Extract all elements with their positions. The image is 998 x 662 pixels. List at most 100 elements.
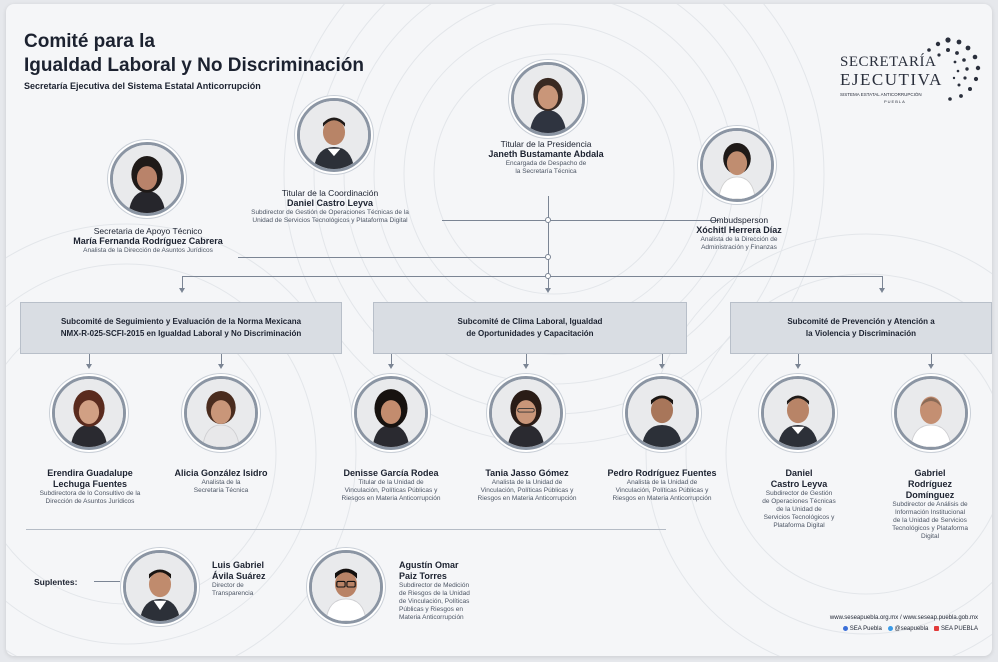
social-facebook[interactable]: SEA Puebla <box>849 626 882 632</box>
person-agustin: Agustín Omar Paiz Torres Subdirector de … <box>399 560 509 622</box>
avatar-apoyo <box>110 142 184 216</box>
person-presidenta: Titular de la Presidencia Janeth Bustama… <box>446 139 646 176</box>
role-label: Titular de la Coordinación <box>281 188 379 198</box>
role-label: Titular de la Presidencia <box>500 139 592 149</box>
connector-node <box>545 217 551 223</box>
twitter-icon <box>887 625 893 631</box>
person-name: Pedro Rodríguez Fuentes <box>607 468 717 478</box>
person-denisse: Denisse García Rodea Titular de la Unida… <box>324 468 458 503</box>
person-name: Xóchitl Herrera Díaz <box>696 225 782 235</box>
subcommittee-title: NMX-R-025-SCFI-2015 en Igualdad Laboral … <box>60 329 302 338</box>
person-desc: de la Unidad de <box>776 506 822 513</box>
avatar-pedro <box>625 376 699 450</box>
person-photo-icon <box>300 101 368 169</box>
title-line-1: Comité para la <box>24 31 155 52</box>
connector-node <box>545 254 551 260</box>
person-desc: Servicios Tecnológicos y <box>763 514 835 521</box>
footer-urls[interactable]: www.seseapuebla.org.mx / www.seseap.pueb… <box>829 615 978 621</box>
person-desc: Analista de la <box>201 479 241 486</box>
connector-vertical-main <box>548 196 549 282</box>
arrow-member <box>218 364 224 369</box>
suplentes-label: Suplentes: <box>34 577 78 587</box>
person-photo-icon <box>312 553 380 621</box>
person-desc: Riesgos en Materia Anticorrupción <box>341 495 441 502</box>
person-name: Luis Gabriel <box>212 560 265 570</box>
person-name: Ávila Suárez <box>212 571 266 581</box>
page-subtitle: Secretaría Ejecutiva del Sistema Estatal… <box>24 81 261 91</box>
avatar-luis <box>123 550 197 624</box>
person-name: Daniel <box>785 468 813 478</box>
person-desc: Vinculación, Políticas Públicas y <box>344 487 438 494</box>
arrow-member <box>523 364 529 369</box>
person-desc: la Secretaría Técnica <box>515 168 577 175</box>
person-name: Rodríguez <box>908 479 952 489</box>
arrow-sub1 <box>179 288 185 293</box>
social-twitter[interactable]: @seapuebla <box>894 626 929 632</box>
person-coordinacion: Titular de la Coordinación Daniel Castro… <box>218 188 442 225</box>
suplentes-divider <box>26 529 666 530</box>
person-desc: Subdirector de Gestión <box>765 490 833 497</box>
person-desc: Riesgos en Materia Anticorrupción <box>477 495 577 502</box>
org-chart-card: Comité para la Igualdad Laboral y No Dis… <box>6 4 992 656</box>
person-apoyo: Secretaria de Apoyo Técnico María Fernan… <box>48 226 248 255</box>
person-desc: de Operaciones Técnicas <box>762 498 836 505</box>
social-youtube[interactable]: SEA PUEBLA <box>940 626 978 632</box>
person-desc: Información Institucional <box>894 509 966 516</box>
person-desc: Encargada de Despacho de <box>505 160 587 167</box>
logo-line-4: PUEBLA <box>884 99 906 104</box>
person-desc: Plataforma Digital <box>773 522 825 529</box>
person-desc: Vinculación, Políticas Públicas y <box>480 487 574 494</box>
connector-to-ombudsperson <box>549 220 719 221</box>
connector-member <box>662 354 663 366</box>
person-name: Gabriel <box>914 468 946 478</box>
person-desc: Digital <box>920 533 940 540</box>
person-name: Paiz Torres <box>399 571 447 581</box>
person-photo-icon <box>897 379 965 447</box>
connector-to-coordinacion <box>442 220 548 221</box>
arrow-sub2 <box>545 288 551 293</box>
person-gabriel: Gabriel Rodríguez Domínguez Subdirector … <box>872 468 988 541</box>
connector-horizontal-subcommittees <box>182 276 882 277</box>
person-photo-icon <box>187 379 255 447</box>
avatar-agustin <box>309 550 383 624</box>
connector-member <box>798 354 799 366</box>
logo-line-3: SISTEMA ESTATAL ANTICORRUPCIÓN <box>840 92 922 97</box>
person-desc: de Vinculación, Políticas <box>399 598 470 605</box>
person-photo-icon <box>628 379 696 447</box>
person-ombudsperson: Ombudsperson Xóchitl Herrera Díaz Analis… <box>664 215 814 252</box>
person-name: Alicia González Isidro <box>174 468 268 478</box>
person-name: Janeth Bustamante Abdala <box>488 149 604 159</box>
connector-sub2 <box>548 276 549 290</box>
avatar-presidenta <box>511 62 585 136</box>
person-name: Daniel Castro Leyva <box>286 198 374 208</box>
logo-dots-icon <box>927 37 981 101</box>
connector-member <box>391 354 392 366</box>
avatar-erendira <box>52 376 126 450</box>
connector-member <box>526 354 527 366</box>
person-desc: Analista de la Unidad de <box>491 479 563 486</box>
role-label: Ombudsperson <box>709 215 769 225</box>
page-title: Comité para la Igualdad Laboral y No Dis… <box>24 30 364 78</box>
connector-sub3 <box>882 276 883 290</box>
connector-node <box>545 273 551 279</box>
person-name: Tania Jasso Gómez <box>485 468 569 478</box>
person-desc: de Riesgos de la Unidad <box>399 590 470 597</box>
person-desc: Director de <box>212 582 244 589</box>
subcommittee-box-1: Subcomité de Seguimiento y Evaluación de… <box>20 302 342 354</box>
person-desc: Analista de la Dirección de <box>700 236 778 243</box>
person-desc: Públicas y Riesgos en <box>399 606 463 613</box>
person-name: Castro Leyva <box>770 479 828 489</box>
avatar-gabriel <box>894 376 968 450</box>
person-desc: Subdirector de Gestión de Operaciones Té… <box>251 209 409 216</box>
person-name: María Fernanda Rodríguez Cabrera <box>73 236 223 246</box>
person-desc: Riesgos en Materia Anticorrupción <box>612 495 712 502</box>
subcommittee-title: Subcomité de Seguimiento y Evaluación de… <box>60 317 302 326</box>
person-name: Erendira Guadalupe <box>47 468 133 478</box>
person-photo-icon <box>492 379 560 447</box>
subcommittee-title: de Oportunidades y Capacitación <box>466 329 594 338</box>
person-name: Agustín Omar <box>399 560 459 570</box>
connector-member <box>89 354 90 366</box>
person-desc: Analista de la Unidad de <box>626 479 698 486</box>
person-pedro: Pedro Rodríguez Fuentes Analista de la U… <box>594 468 730 503</box>
person-daniel-2: Daniel Castro Leyva Subdirector de Gesti… <box>744 468 854 530</box>
